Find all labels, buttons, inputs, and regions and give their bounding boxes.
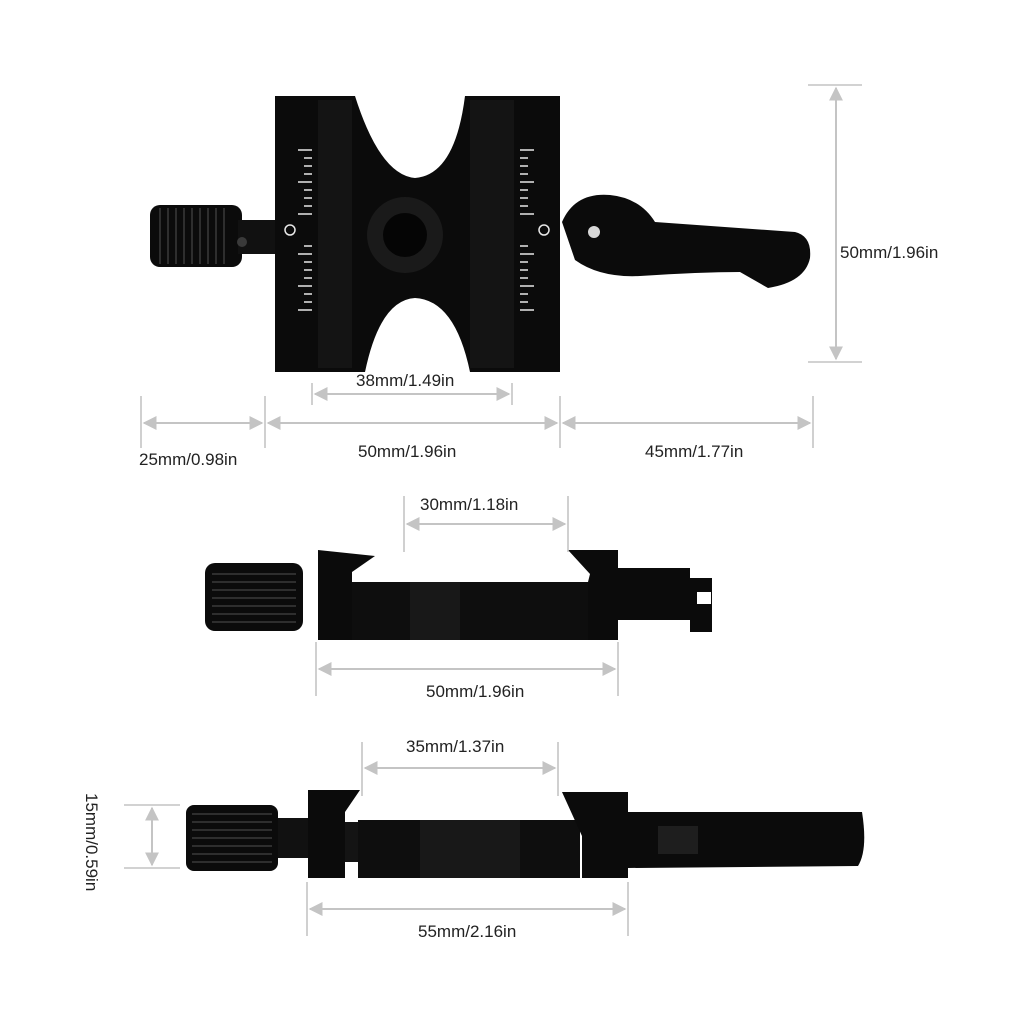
lever-icon (562, 194, 811, 288)
side-view-clamp (205, 550, 712, 640)
open-length-label: 55mm/2.16in (418, 922, 516, 941)
side-length-label: 50mm/1.96in (426, 682, 524, 701)
top-height-label: 50mm/1.96in (840, 243, 938, 262)
scale-icon (284, 149, 550, 311)
open-jaw-label: 35mm/1.37in (406, 737, 504, 756)
top-knob-label: 25mm/0.98in (139, 450, 237, 469)
side-jaw-label: 30mm/1.18in (420, 495, 518, 514)
top-body-label: 50mm/1.96in (358, 442, 456, 461)
knurled-knob-icon (205, 563, 303, 631)
top-view-clamp (150, 96, 811, 372)
knurled-knob-icon (150, 205, 278, 267)
knurled-knob-icon (186, 805, 278, 871)
lever-icon (618, 568, 712, 632)
top-width-label: 38mm/1.49in (356, 371, 454, 390)
open-thickness-label: 15mm/0.59in (82, 793, 101, 891)
open-view-clamp (186, 790, 865, 878)
top-lever-label: 45mm/1.77in (645, 442, 743, 461)
